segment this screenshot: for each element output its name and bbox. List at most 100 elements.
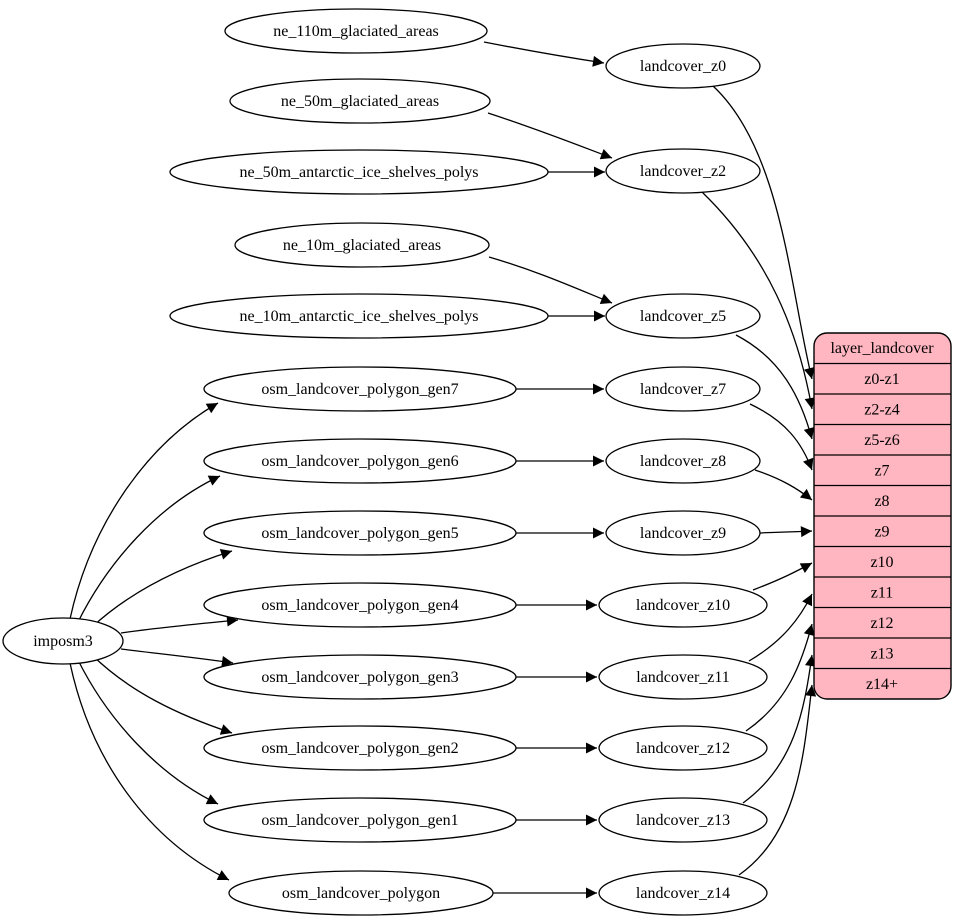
edge-ne_10m_glaciated_areas-landcover_z5: [488, 256, 613, 304]
node-shape: [224, 8, 488, 54]
edge-ne_110m_glaciated_areas-landcover_z0: [483, 41, 605, 67]
edge-landcover_z2-row-z2-z4: [701, 191, 816, 410]
edge-landcover_z8-row-z8: [754, 469, 813, 501]
node-label: landcover_z11: [636, 669, 730, 686]
table-title: layer_landcover: [830, 340, 934, 357]
node-shape: [203, 366, 517, 412]
table-row-label: z13: [870, 646, 893, 663]
node-label: osm_landcover_polygon_gen7: [261, 381, 458, 398]
node-shape: [598, 870, 768, 916]
edge-imposm3-osm_landcover_polygon_gen7: [69, 402, 219, 620]
node-label: ne_10m_antarctic_ice_shelves_polys: [239, 308, 478, 325]
table-row-label: z12: [870, 615, 893, 632]
table-row-label: z5-z6: [864, 432, 900, 449]
node-label: ne_110m_glaciated_areas: [273, 23, 439, 40]
node-shape: [203, 438, 517, 484]
node-shape: [605, 293, 761, 339]
node-label: osm_landcover_polygon_gen6: [261, 453, 458, 470]
node-shape: [605, 510, 761, 556]
edge-imposm3-osm_landcover_polygon_gen6: [77, 475, 221, 623]
node-label: osm_landcover_polygon_gen3: [261, 669, 458, 686]
node-osm_landcover_polygon_gen1: osm_landcover_polygon_gen1: [203, 797, 517, 843]
node-shape: [605, 438, 761, 484]
table-row-label: z7: [874, 463, 889, 480]
table-row-label: z14+: [866, 676, 898, 693]
table-row: z10: [814, 545, 951, 571]
table-row: z14+: [814, 667, 951, 693]
table-row-label: z8: [874, 493, 889, 510]
node-shape: [598, 582, 768, 628]
node-ne_110m_glaciated_areas: ne_110m_glaciated_areas: [224, 8, 488, 54]
node-ne_50m_glaciated_areas: ne_50m_glaciated_areas: [229, 78, 491, 124]
node-osm_landcover_polygon_gen6: osm_landcover_polygon_gen6: [203, 438, 517, 484]
table-row: z8: [814, 484, 951, 510]
node-shape: [2, 617, 124, 665]
node-shape: [598, 797, 768, 843]
node-shape: [203, 797, 517, 843]
node-label: landcover_z7: [640, 381, 726, 398]
table-row-label: z10: [870, 554, 893, 571]
table-row: z7: [814, 454, 951, 480]
table-row-label: z9: [874, 524, 889, 541]
node-shape: [169, 149, 549, 195]
node-shape: [169, 293, 549, 339]
table-row: z12: [814, 606, 951, 632]
table-row-label: z11: [871, 585, 894, 602]
node-landcover_z0: landcover_z0: [605, 43, 761, 89]
node-label: osm_landcover_polygon_gen2: [261, 740, 458, 757]
node-label: landcover_z5: [640, 308, 726, 325]
node-label: landcover_z12: [636, 740, 730, 757]
table-row: z2-z4: [814, 393, 951, 419]
node-shape: [203, 725, 517, 771]
table-row: z9: [814, 515, 951, 541]
node-label: osm_landcover_polygon_gen1: [261, 812, 458, 829]
edge-imposm3-osm_landcover_polygon_gen2: [91, 654, 233, 735]
node-landcover_z9: landcover_z9: [605, 510, 761, 556]
node-landcover_z8: landcover_z8: [605, 438, 761, 484]
node-osm_landcover_polygon_gen5: osm_landcover_polygon_gen5: [203, 510, 517, 556]
node-label: osm_landcover_polygon_gen4: [261, 597, 458, 614]
edge-imposm3-osm_landcover_polygon_gen4: [120, 615, 239, 634]
table-row: z0-z1: [814, 362, 951, 388]
table-row: z5-z6: [814, 423, 951, 449]
edge-landcover_z0-row-z0-z1: [712, 85, 815, 380]
node-shape: [203, 510, 517, 556]
node-shape: [228, 870, 494, 916]
node-landcover_z7: landcover_z7: [605, 366, 761, 412]
table-layer_landcover: layer_landcover z0-z1 z2-z4 z5-z6 z7 z8 …: [813, 332, 952, 700]
edge-group-imposm3: [69, 402, 239, 881]
node-landcover_z11: landcover_z11: [598, 654, 768, 700]
edge-imposm3-osm_landcover_polygon: [69, 662, 230, 881]
edge-landcover_z13-row-z13: [742, 654, 816, 804]
node-label: landcover_z14: [636, 885, 730, 902]
node-shape: [598, 654, 768, 700]
edge-landcover_z7-row-z7: [749, 403, 814, 471]
edge-landcover_z9-row-z9: [759, 526, 813, 538]
table-row: z13: [814, 637, 951, 663]
edge-imposm3-osm_landcover_polygon_gen1: [77, 659, 219, 805]
node-shape: [605, 148, 761, 194]
node-shape: [234, 222, 490, 268]
edge-landcover_z11-row-z11: [748, 593, 813, 662]
node-shape: [229, 78, 491, 124]
node-landcover_z12: landcover_z12: [598, 725, 768, 771]
edge-landcover_z14-row-z14plus: [738, 684, 817, 876]
edge-ne_50m_glaciated_areas-landcover_z2: [487, 112, 613, 160]
node-landcover_z14: landcover_z14: [598, 870, 768, 916]
node-osm_landcover_polygon_gen7: osm_landcover_polygon_gen7: [203, 366, 517, 412]
table-row: z11: [814, 576, 951, 602]
node-label: landcover_z10: [636, 597, 730, 614]
node-label: landcover_z9: [640, 525, 726, 542]
node-landcover_z2: landcover_z2: [605, 148, 761, 194]
node-shape: [203, 582, 517, 628]
edge-group-sources: [483, 41, 613, 899]
node-osm_landcover_polygon: osm_landcover_polygon: [228, 870, 494, 916]
node-label: landcover_z8: [640, 453, 726, 470]
node-imposm3: imposm3: [2, 617, 124, 665]
node-ne_10m_antarctic_ice_shelves_polys: ne_10m_antarctic_ice_shelves_polys: [169, 293, 549, 339]
node-osm_landcover_polygon_gen4: osm_landcover_polygon_gen4: [203, 582, 517, 628]
node-osm_landcover_polygon_gen2: osm_landcover_polygon_gen2: [203, 725, 517, 771]
node-label: landcover_z0: [640, 58, 726, 75]
